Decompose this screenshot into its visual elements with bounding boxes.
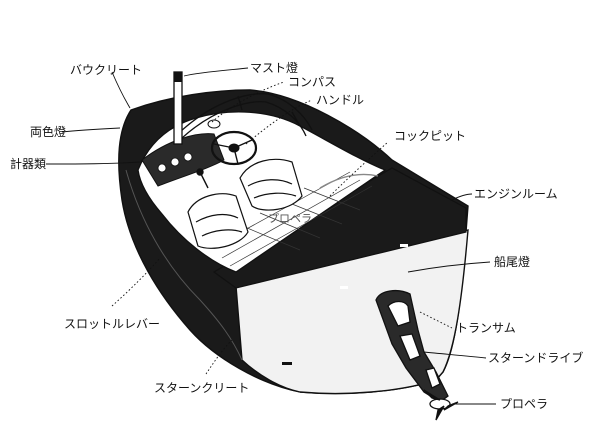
label-side-lights: 両色燈 <box>30 124 66 139</box>
label-stern-light: 船尾燈 <box>494 254 530 269</box>
rub-rail <box>125 169 243 361</box>
label-instruments: 計器類 <box>10 156 46 171</box>
label-stern-cleat: スターンクリート <box>154 381 249 395</box>
label-transom: トランサム <box>456 321 516 335</box>
stern-rail <box>319 173 379 189</box>
label-cockpit: コックピット <box>394 129 466 143</box>
stern-light-mark <box>400 244 408 247</box>
instrument-gauges <box>157 152 193 173</box>
label-compass: コンパス <box>288 75 336 89</box>
label-steering-wheel: ハンドル <box>316 93 364 107</box>
windshield <box>179 93 313 139</box>
seat-right <box>239 158 303 211</box>
label-stern-drive: スターンドライブ <box>488 350 583 365</box>
label-mast-light: マスト燈 <box>250 60 298 75</box>
console <box>141 133 225 187</box>
seat-left <box>187 193 249 249</box>
label-throttle-lever: スロットルレバー <box>64 317 160 331</box>
throttle-lever-drawing <box>196 168 209 189</box>
leader-lines <box>45 67 496 405</box>
stern-cleat-mark <box>282 362 292 365</box>
compass-dome <box>207 119 221 129</box>
label-inner-propeller: プロペラ <box>268 212 312 225</box>
label-bow-cleat: バウクリート <box>70 63 142 77</box>
stern-drive-drawing <box>375 289 459 421</box>
boat-illustration <box>118 71 469 421</box>
mast <box>173 71 183 145</box>
steering-wheel-drawing <box>210 130 258 166</box>
label-propeller: プロペラ <box>500 397 548 411</box>
label-engine-room: エンジンルーム <box>474 187 558 201</box>
